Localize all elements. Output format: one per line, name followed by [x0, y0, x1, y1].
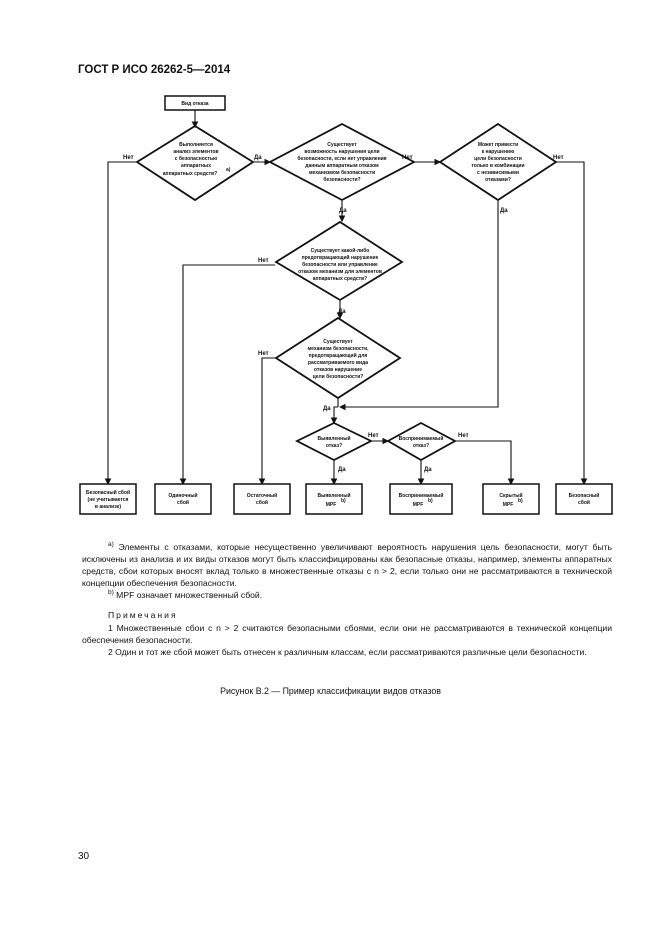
figure-caption: Рисунок В.2 — Пример классификации видов… — [220, 686, 441, 696]
decision-perceived — [386, 421, 457, 462]
decision-safety-goal-violation-text: Существует возможность нарушения цели бе… — [297, 142, 386, 183]
connector-lines — [104, 110, 588, 486]
svg-text:предотвращающий для: предотвращающий для — [309, 352, 368, 359]
footnote-a: a) Элементы с отказами, которые несущест… — [82, 541, 612, 588]
svg-text:Да: Да — [424, 467, 432, 473]
svg-text:Безопасный сбой: Безопасный сбой — [86, 489, 130, 496]
failure-classification-flowchart: Вид отказа Выполняется анализ элементов … — [79, 95, 613, 515]
svg-text:анализ элементов: анализ элементов — [173, 149, 218, 155]
note-2: 2 Один и тот же сбой может быть отнесен … — [108, 647, 587, 657]
svg-text:Существует: Существует — [323, 339, 353, 345]
decision-combination-failures — [438, 122, 558, 202]
svg-text:только в комбинации: только в комбинации — [471, 162, 524, 169]
svg-text:в анализе): в анализе) — [95, 504, 121, 510]
outcome-detected-mpf: Выявленный MPF b) — [305, 483, 363, 515]
svg-text:Да: Да — [254, 155, 262, 161]
svg-text:механизмом безопасности: механизмом безопасности — [309, 169, 375, 176]
svg-text:Да: Да — [323, 406, 331, 412]
svg-text:безопасности?: безопасности? — [323, 176, 360, 183]
svg-text:(не учитывается: (не учитывается — [88, 497, 129, 503]
svg-text:рассматриваемого вида: рассматриваемого вида — [308, 360, 368, 366]
svg-text:Может привести: Может привести — [478, 142, 518, 148]
decision-hw-safety-mechanism — [274, 220, 404, 302]
decision-prevent-safety-goal-text: Существует механизм безопасности, предот… — [307, 339, 369, 380]
svg-text:Да: Да — [338, 467, 346, 473]
svg-text:с независимыми: с независимыми — [477, 170, 519, 176]
svg-text:MPF: MPF — [503, 502, 514, 508]
decision-detected — [294, 421, 374, 462]
svg-text:Воспринимаемый: Воспринимаемый — [399, 435, 444, 442]
start-label: Вид отказа — [181, 101, 208, 107]
svg-text:Одиночный: Одиночный — [168, 492, 197, 499]
svg-text:цели безопасности?: цели безопасности? — [313, 373, 364, 380]
svg-text:Нет: Нет — [402, 155, 413, 161]
svg-text:Остаточный: Остаточный — [247, 492, 277, 499]
outcome-safe-fault-excluded: Безопасный сбой (не учитывается в анализ… — [79, 483, 137, 515]
outcome-perceived-mpf: Воспринимаемый MPF b) — [389, 483, 453, 515]
svg-text:отказ?: отказ? — [413, 443, 429, 449]
decision-perceived-text: Воспринимаемый отказ? — [399, 435, 444, 449]
outcome-safe-fault: Безопасный сбой — [555, 483, 613, 515]
decision-hw-analysis-text: Выполняется анализ элементов с безопасно… — [163, 142, 231, 177]
svg-text:Да: Да — [500, 208, 508, 214]
svg-text:a): a) — [226, 167, 231, 173]
outcome-residual-fault: Остаточный сбой — [233, 483, 291, 515]
svg-text:отказами?: отказами? — [485, 177, 511, 183]
decision-safety-goal-violation — [268, 122, 416, 202]
svg-text:Нет: Нет — [553, 155, 564, 161]
svg-text:Нет: Нет — [458, 433, 469, 439]
svg-text:отказом механизм для элементов: отказом механизм для элементов — [298, 269, 382, 275]
svg-text:Нет: Нет — [258, 258, 269, 264]
branch-labels: Нет Да Нет Нет Да Да Нет Да Нет Да Да Не… — [123, 155, 564, 473]
svg-text:b): b) — [428, 498, 433, 504]
outcome-latent-mpf: Скрытый MPF b) — [482, 483, 540, 515]
svg-text:сбой: сбой — [256, 499, 268, 506]
page-number: 30 — [78, 851, 90, 862]
svg-text:Нет: Нет — [258, 351, 269, 357]
svg-text:аппаратных: аппаратных — [181, 163, 211, 169]
svg-text:MPF: MPF — [413, 502, 424, 508]
notes-title: Примечания — [108, 610, 178, 620]
decision-hw-safety-mechanism-text: Существует какой-либо предотвращающий на… — [298, 247, 382, 282]
svg-text:Выполняется: Выполняется — [179, 142, 213, 148]
svg-text:Безопасный: Безопасный — [569, 492, 600, 499]
svg-text:Воспринимаемый: Воспринимаемый — [399, 492, 444, 499]
svg-text:Нет: Нет — [123, 155, 134, 161]
svg-text:механизм безопасности,: механизм безопасности, — [307, 345, 369, 352]
svg-text:сбой: сбой — [177, 499, 189, 506]
decision-detected-text: Выявленный отказ? — [317, 435, 350, 449]
svg-text:аппаратных средств?: аппаратных средств? — [163, 171, 217, 177]
svg-text:безопасности, если нет управле: безопасности, если нет управления — [297, 155, 386, 162]
outcome-single-point-fault: Одиночный сбой — [154, 483, 212, 515]
svg-text:Да: Да — [339, 208, 347, 214]
svg-text:b): b) — [341, 498, 346, 504]
svg-text:Выявленный: Выявленный — [317, 492, 350, 499]
footnote-b: b) MPF означает множественный сбой. — [108, 589, 263, 600]
decision-hw-analysis — [135, 124, 255, 202]
svg-text:данным аппаратным отказом: данным аппаратным отказом — [305, 163, 379, 169]
svg-text:Нет: Нет — [368, 433, 379, 439]
note-1: 1 Множественные сбои с n > 2 считаются б… — [82, 623, 612, 645]
svg-text:с безопасностью: с безопасностью — [175, 155, 218, 162]
svg-text:возможность нарушения цели: возможность нарушения цели — [304, 149, 379, 155]
svg-text:сбой: сбой — [578, 499, 590, 506]
svg-text:Существует какой-либо: Существует какой-либо — [311, 247, 370, 254]
document-header: ГОСТ Р ИСО 26262-5—2014 — [78, 64, 231, 76]
svg-text:Существует: Существует — [327, 142, 357, 148]
svg-text:аппаратных средств?: аппаратных средств? — [313, 276, 367, 282]
svg-text:Выявленный: Выявленный — [317, 435, 350, 442]
svg-text:отказов нарушение: отказов нарушение — [314, 367, 362, 373]
svg-text:предотвращающий нарушение: предотвращающий нарушение — [302, 254, 379, 261]
start-box — [164, 95, 226, 111]
svg-text:цели безопасности: цели безопасности — [474, 155, 522, 162]
svg-text:b): b) — [518, 498, 523, 504]
svg-text:к нарушению: к нарушению — [482, 149, 516, 155]
decision-prevent-safety-goal — [274, 316, 402, 400]
svg-text:Скрытый: Скрытый — [499, 492, 522, 499]
svg-text:MPF: MPF — [326, 502, 337, 508]
svg-text:Да: Да — [338, 309, 346, 315]
svg-text:отказ?: отказ? — [326, 443, 342, 449]
decision-combination-failures-text: Может привести к нарушению цели безопасн… — [471, 142, 524, 183]
svg-text:безопасности или управление: безопасности или управление — [302, 261, 378, 268]
